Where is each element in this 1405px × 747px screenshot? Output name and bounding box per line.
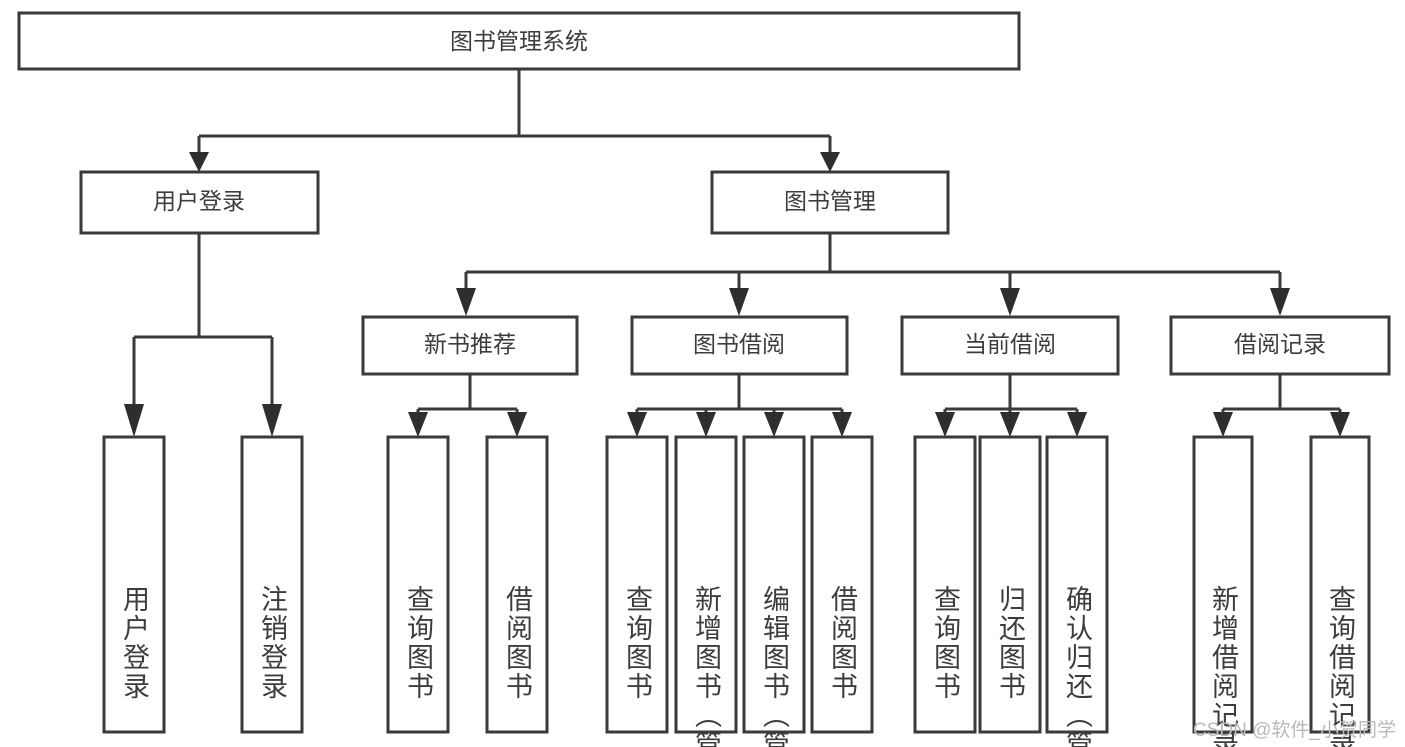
arrow-to-leaf-user-login — [124, 404, 144, 437]
node-leaf-logout[interactable]: 注销登录 — [240, 435, 304, 734]
edge-root-trunk — [197, 69, 832, 158]
node-leaf-add-record-label: 新增借阅记录 — [1208, 585, 1239, 747]
node-current-borrow-label: 当前借阅 — [964, 331, 1056, 357]
node-book-management-label: 图书管理 — [784, 188, 876, 214]
node-leaf-borrow-book-2-label: 借阅图书 — [827, 585, 858, 701]
node-leaf-query-record-box[interactable] — [1309, 435, 1371, 734]
node-borrow-record-box[interactable] — [1169, 315, 1391, 376]
node-leaf-query-book-1-box[interactable] — [386, 435, 450, 734]
node-leaf-borrow-book-1-box[interactable] — [485, 435, 549, 734]
node-leaf-query-book-1[interactable]: 查询图书 — [386, 435, 450, 734]
node-leaf-borrow-book-2-box[interactable] — [810, 435, 874, 734]
arrow-to-leaf-query-book-3 — [935, 412, 955, 437]
node-borrow-record[interactable]: 借阅记录 — [1169, 315, 1391, 376]
node-book-management-box[interactable] — [710, 170, 950, 235]
node-leaf-query-book-2-box[interactable] — [605, 435, 669, 734]
arrow-to-leaf-edit-book — [764, 412, 784, 437]
node-leaf-query-book-3-label: 查询图书 — [930, 585, 961, 701]
arrow-to-book-management — [820, 152, 840, 172]
node-new-book-recommend-box[interactable] — [361, 315, 579, 376]
node-leaf-return-book[interactable]: 归还图书 — [978, 435, 1042, 734]
arrow-to-leaf-add-book — [696, 412, 716, 437]
node-leaf-add-record-box[interactable] — [1192, 435, 1254, 734]
arrow-to-leaf-query-record — [1330, 412, 1350, 437]
arrow-to-borrow-record — [1270, 288, 1290, 316]
watermark-label: CSDN @软件_小贺同学 — [1193, 719, 1396, 741]
node-book-management[interactable]: 图书管理 — [710, 170, 950, 235]
edge-new-book-recommend-trunk — [416, 374, 519, 418]
node-leaf-borrow-book-2[interactable]: 借阅图书 — [810, 435, 874, 734]
node-leaf-query-book-3-box[interactable] — [913, 435, 977, 734]
node-leaf-add-book[interactable]: 新增图书（管理员） — [674, 435, 738, 747]
node-leaf-edit-book-label: 编辑图书（管理员） — [759, 585, 790, 747]
node-leaf-edit-book[interactable]: 编辑图书（管理员） — [742, 435, 806, 747]
node-root[interactable]: 图书管理系统 — [17, 11, 1021, 71]
edges-group — [124, 69, 1350, 437]
arrow-to-new-book-recommend — [456, 288, 476, 316]
node-current-borrow-box[interactable] — [900, 315, 1120, 376]
node-leaf-borrow-book-1-label: 借阅图书 — [502, 585, 533, 701]
node-user-login-box[interactable] — [79, 170, 320, 235]
node-book-borrow-label: 图书借阅 — [693, 331, 785, 357]
node-leaf-query-book-2-label: 查询图书 — [622, 585, 653, 701]
node-leaf-user-login[interactable]: 用户登录 — [102, 435, 166, 734]
arrow-to-leaf-logout — [262, 404, 282, 437]
node-book-borrow-box[interactable] — [630, 315, 849, 376]
arrow-to-leaf-confirm-return — [1067, 412, 1087, 437]
node-new-book-recommend[interactable]: 新书推荐 — [361, 315, 579, 376]
node-new-book-recommend-label: 新书推荐 — [424, 331, 516, 357]
edge-book-management-trunk — [464, 232, 1282, 292]
arrow-to-book-borrow — [729, 288, 749, 316]
edge-user-login-trunk — [132, 233, 274, 410]
node-root-box[interactable] — [17, 11, 1021, 71]
node-leaf-add-record[interactable]: 新增借阅记录 — [1192, 435, 1254, 747]
edge-current-borrow-trunk — [943, 374, 1079, 418]
node-leaf-query-record-label: 查询借阅记录 — [1325, 585, 1356, 747]
node-leaf-query-book-3[interactable]: 查询图书 — [913, 435, 977, 734]
node-leaf-return-book-label: 归还图书 — [995, 585, 1026, 701]
node-leaf-edit-book-box[interactable] — [742, 435, 806, 734]
node-borrow-record-label: 借阅记录 — [1234, 331, 1326, 357]
arrow-to-leaf-borrow-book-1 — [507, 412, 527, 437]
edge-book-borrow-trunk — [635, 374, 844, 418]
node-book-borrow[interactable]: 图书借阅 — [630, 315, 849, 376]
node-leaf-query-record[interactable]: 查询借阅记录 — [1309, 435, 1371, 747]
node-leaf-logout-label: 注销登录 — [257, 585, 288, 701]
node-current-borrow[interactable]: 当前借阅 — [900, 315, 1120, 376]
node-leaf-user-login-label: 用户登录 — [119, 585, 150, 701]
node-leaf-add-book-label: 新增图书（管理员） — [691, 585, 722, 747]
arrow-to-leaf-query-book-2 — [627, 412, 647, 437]
arrow-to-leaf-query-book-1 — [408, 412, 428, 437]
arrow-to-current-borrow — [1000, 288, 1020, 316]
node-leaf-query-book-2[interactable]: 查询图书 — [605, 435, 669, 734]
node-leaf-logout-box[interactable] — [240, 435, 304, 734]
edge-borrow-record-trunk — [1221, 374, 1342, 418]
node-leaf-query-book-1-label: 查询图书 — [403, 585, 434, 701]
node-user-login-label: 用户登录 — [153, 188, 245, 214]
node-leaf-borrow-book-1[interactable]: 借阅图书 — [485, 435, 549, 734]
arrow-to-leaf-return-book — [1000, 412, 1020, 437]
node-leaf-return-book-box[interactable] — [978, 435, 1042, 734]
node-user-login[interactable]: 用户登录 — [79, 170, 320, 235]
node-leaf-confirm-return[interactable]: 确认归还（管理员） — [1045, 435, 1109, 747]
node-leaf-user-login-box[interactable] — [102, 435, 166, 734]
arrow-to-leaf-add-record — [1213, 412, 1233, 437]
node-root-label: 图书管理系统 — [450, 28, 588, 54]
node-leaf-confirm-return-box[interactable] — [1045, 435, 1109, 734]
node-leaf-confirm-return-label: 确认归还（管理员） — [1062, 585, 1093, 747]
arrow-to-leaf-borrow-book-2 — [832, 412, 852, 437]
node-leaf-add-book-box[interactable] — [674, 435, 738, 734]
arrow-to-user-login — [189, 152, 209, 172]
